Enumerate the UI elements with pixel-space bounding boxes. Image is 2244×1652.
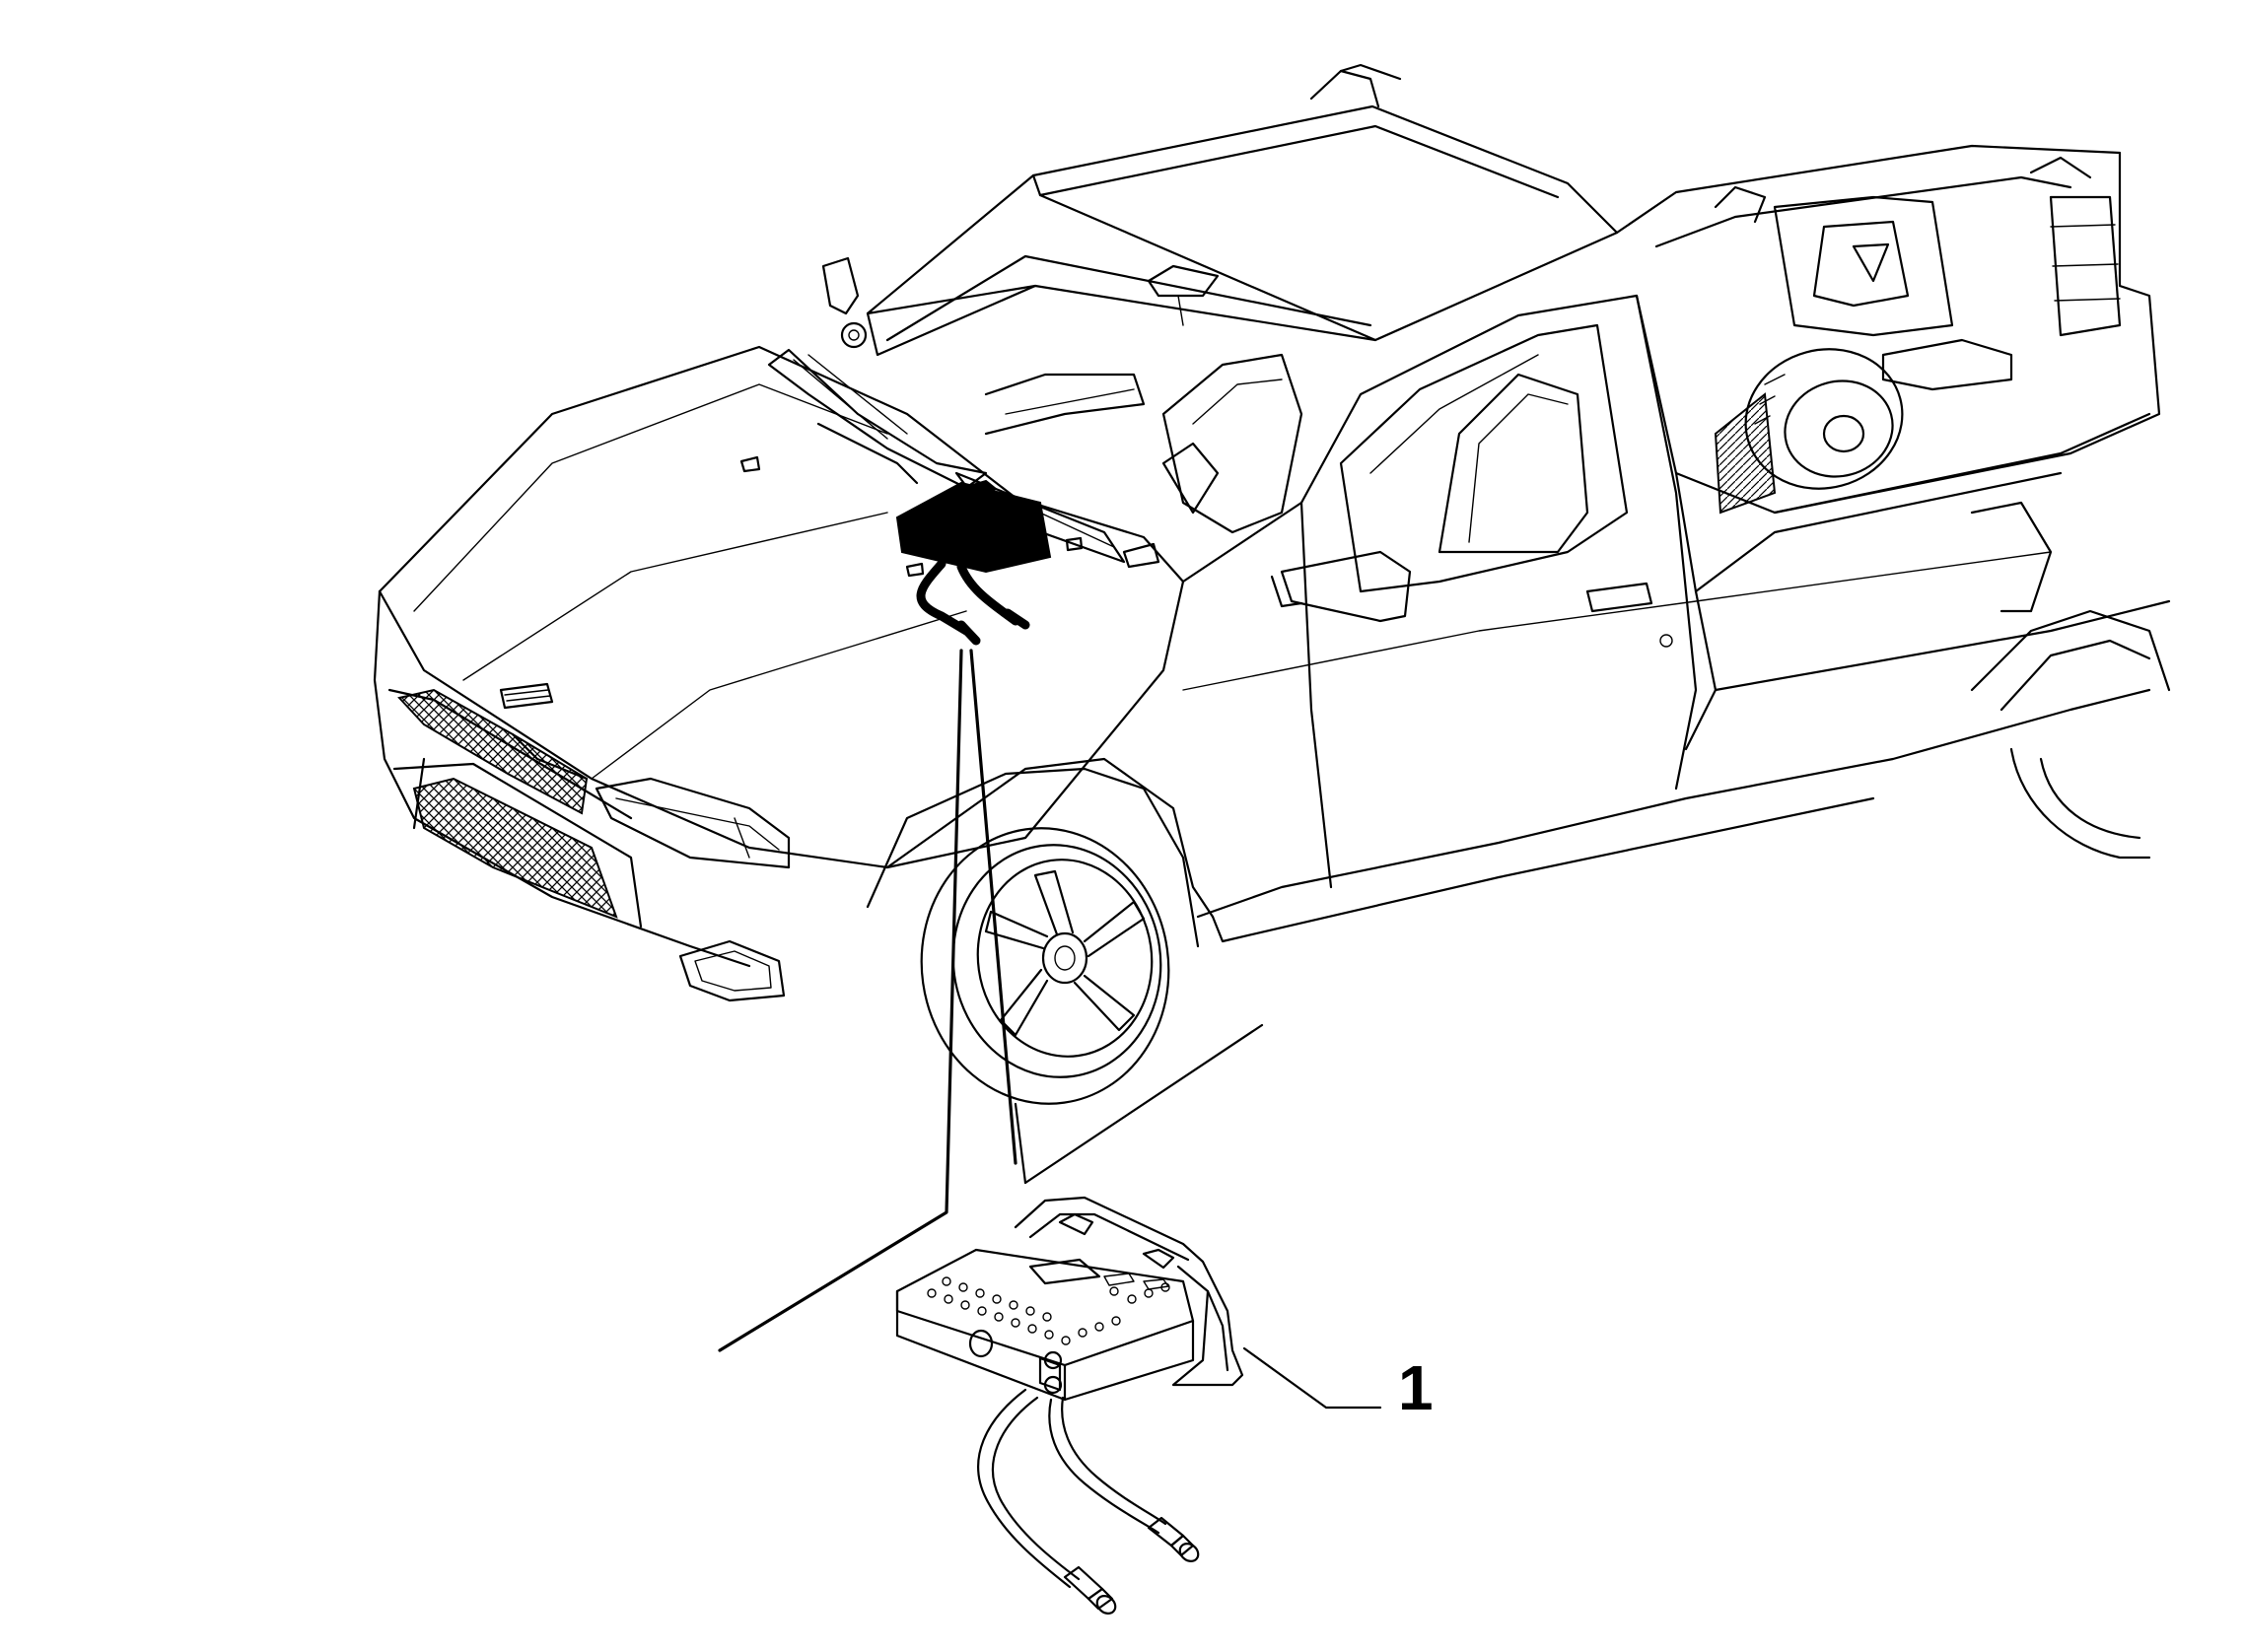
- callout-1: 1: [1242, 1346, 1434, 1423]
- rear-wheel: [1970, 609, 2171, 860]
- vehicle-illustration: [373, 63, 2171, 1185]
- side-body: [1181, 294, 2171, 943]
- left-mirror: [821, 256, 868, 349]
- radio-cables: [977, 1388, 1200, 1615]
- antenna-connector: [1063, 1565, 1117, 1615]
- radio-buttons: [927, 1273, 1170, 1345]
- front-grille: [373, 589, 791, 1002]
- radio-unit-detail: [895, 1196, 1244, 1615]
- radio-installed-location: [895, 479, 1052, 646]
- ground-lines: [1014, 1023, 1264, 1185]
- hood: [378, 345, 1185, 869]
- interior: [984, 353, 1303, 569]
- cargo-bed: [1615, 144, 2161, 613]
- detail-leader-lines: [718, 649, 1017, 1352]
- front-wheel: [866, 757, 1215, 1105]
- power-connector: [1147, 1516, 1200, 1562]
- radio-body: [895, 1248, 1195, 1402]
- radio-bracket: [1014, 1196, 1244, 1387]
- callout-number: 1: [1398, 1352, 1434, 1423]
- cab-roof: [866, 63, 1619, 357]
